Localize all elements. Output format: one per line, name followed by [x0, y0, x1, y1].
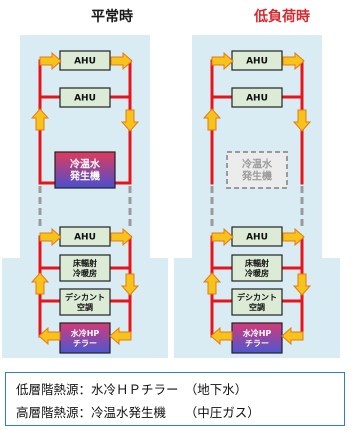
radiant-floor-unit [59, 254, 111, 282]
radiant-floor-unit-label: 冷暖房 [245, 268, 269, 278]
flow-arrow-left [109, 326, 132, 346]
flow-arrow-up [30, 108, 50, 131]
desiccant-unit-label: 空調 [77, 302, 93, 312]
absorption-chiller-unit-stopped-label: 冷温水 [242, 158, 273, 171]
ahu-unit-label: AHU [246, 233, 268, 243]
hp-chiller-unit [231, 322, 283, 354]
flow-arrow-left [281, 326, 304, 346]
flow-arrow-right [282, 227, 305, 247]
flow-arrow-up [202, 272, 222, 295]
ahu-unit-label: AHU [74, 233, 96, 243]
desiccant-unit [59, 288, 111, 316]
absorption-chiller-unit-label: 冷温水 [70, 158, 101, 171]
absorption-chiller-unit-label: 発生機 [69, 170, 100, 183]
flow-arrow-right [211, 51, 234, 71]
radiant-floor-unit-label: 床輻射 [245, 258, 269, 268]
flow-arrow-up [30, 272, 50, 295]
flow-arrow-down [120, 109, 140, 132]
desiccant-unit-label: デシカント [237, 292, 277, 302]
radiant-floor-unit-label: 冷暖房 [73, 268, 97, 278]
heat-source-legend: 低層階熱源：水冷ＨＰチラー （地下水） 高層階熱源：冷温水発生機 （中圧ガス） [5, 372, 345, 426]
flow-arrow-right [282, 51, 305, 71]
desiccant-unit [231, 288, 283, 316]
ahu-unit-label: AHU [246, 57, 268, 67]
radiant-floor-unit-label: 床輻射 [73, 258, 97, 268]
hp-chiller-unit-label: チラー [73, 339, 97, 348]
flow-arrow-down [120, 273, 140, 296]
hp-chiller-unit-label: 水冷HP [70, 328, 100, 338]
flow-arrow-right [39, 51, 62, 71]
absorption-chiller-unit [54, 151, 116, 189]
low-load-operation-title: 低負荷時 [254, 9, 310, 25]
radiant-floor-unit [231, 254, 283, 282]
ahu-unit-label: AHU [246, 94, 268, 104]
ahu-unit-label: AHU [74, 94, 96, 104]
absorption-chiller-unit-stopped-label: 発生機 [241, 170, 272, 183]
normal-operation-title: 平常時 [91, 9, 133, 25]
ahu-unit [231, 87, 283, 108]
flow-arrow-left [38, 326, 61, 346]
desiccant-unit-label: 空調 [249, 302, 265, 312]
legend-low-floor-heat-source: 低層階熱源：水冷ＨＰチラー （地下水） [16, 382, 248, 397]
hp-chiller-unit-label: チラー [245, 339, 269, 348]
ahu-unit-label: AHU [74, 57, 96, 67]
flow-arrow-down [292, 109, 312, 132]
hvac-system-diagram: AHUAHU冷温水発生機AHU床輻射冷暖房デシカント空調水冷HPチラーAHUAH… [2, 35, 340, 358]
flow-arrow-down [292, 273, 312, 296]
flow-arrow-right [110, 227, 133, 247]
hp-chiller-unit-label: 水冷HP [242, 328, 272, 338]
legend-high-floor-heat-source: 高層階熱源：冷温水発生機 （中圧ガス） [16, 405, 260, 420]
desiccant-unit-label: デシカント [65, 292, 105, 302]
ahu-unit [59, 87, 111, 108]
flow-arrow-up [202, 108, 222, 131]
flow-arrow-right [211, 227, 234, 247]
flow-arrow-left [210, 326, 233, 346]
absorption-chiller-unit-stopped [226, 151, 288, 189]
flow-arrow-right [39, 227, 62, 247]
flow-arrow-right [110, 51, 133, 71]
